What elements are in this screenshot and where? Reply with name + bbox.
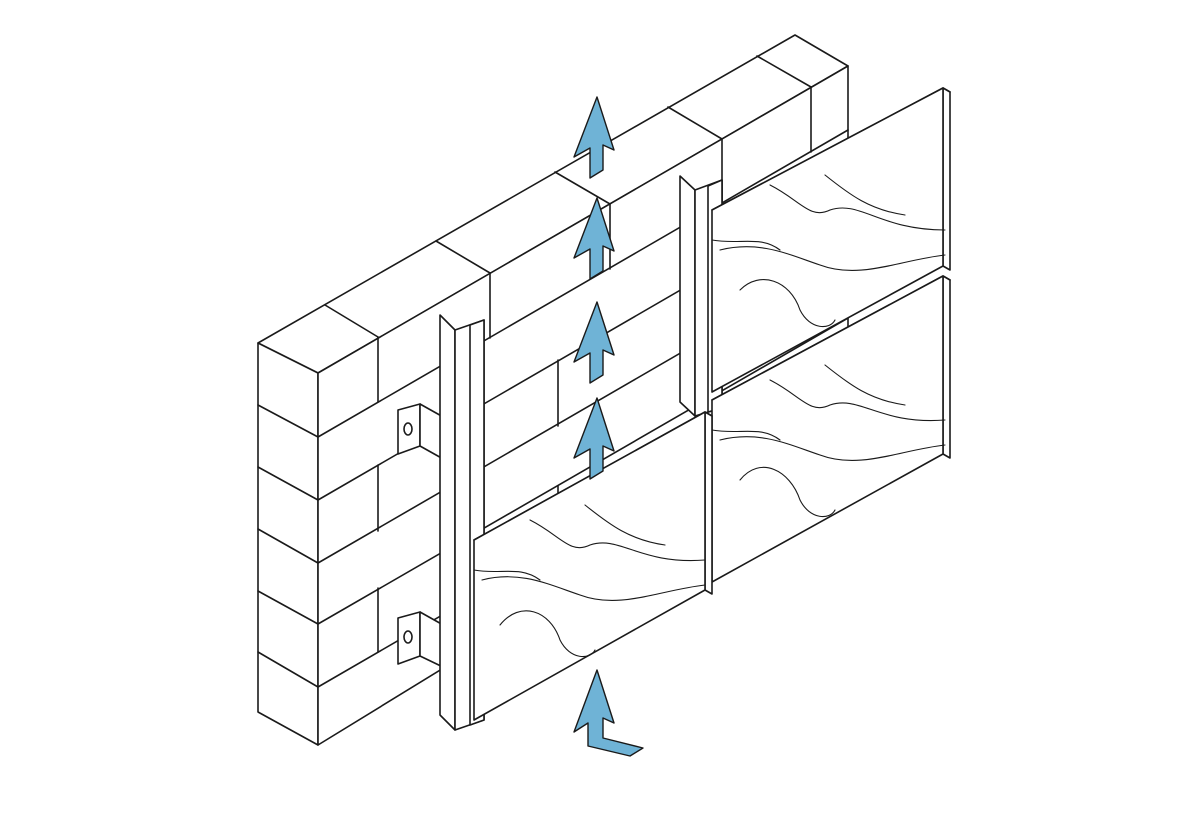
airflow-inlet-arrow-icon xyxy=(573,669,644,757)
cladding-panel-lower-left xyxy=(473,411,713,721)
airflow-arrows xyxy=(573,96,644,757)
airflow-arrow-icon xyxy=(573,301,615,384)
airflow-arrow-icon xyxy=(573,397,615,480)
cladding-panel-lower-right xyxy=(711,275,951,583)
wall-bracket-lower xyxy=(397,611,446,669)
airflow-arrow-icon xyxy=(573,197,615,280)
airflow-arrow-icon xyxy=(573,96,615,179)
wall-end-face xyxy=(257,342,319,746)
wall-bracket-upper xyxy=(397,403,446,461)
cladding-panel-upper-right xyxy=(711,87,951,393)
